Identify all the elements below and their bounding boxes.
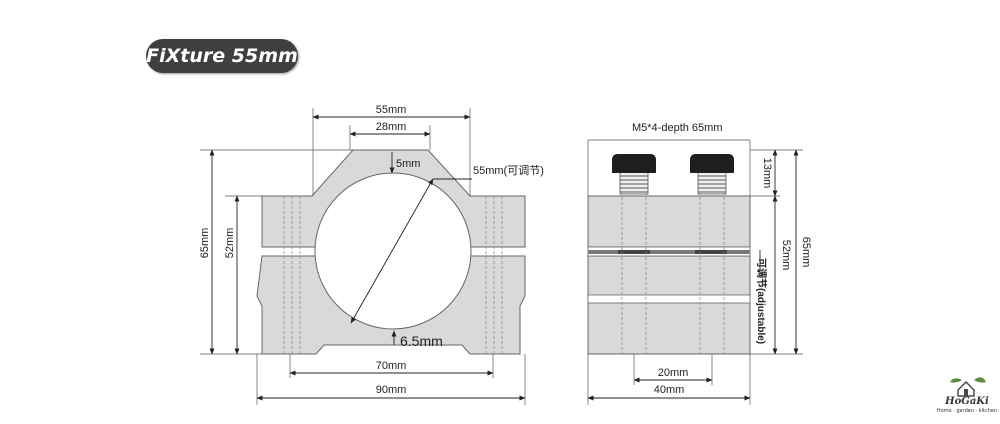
side-dim-body-height: 52mm (780, 240, 792, 271)
side-upper-block (587, 195, 751, 248)
logo-tagline: Home · garden · kitchen (936, 408, 998, 414)
front-dim-base-gap: 6.5mm (400, 333, 443, 349)
front-dim-body-height: 52mm (224, 228, 236, 259)
front-dim-top-inner: 28mm (376, 121, 407, 133)
side-dim-total-height: 65mm (800, 237, 812, 268)
logo-name: HoGaKi (945, 396, 989, 407)
side-bolt-label: M5*4-depth 65mm (632, 122, 723, 134)
side-lower-block (587, 255, 751, 355)
hogaki-logo-icon (950, 377, 986, 397)
side-adjustable-label: 可调节(adjustable) (755, 258, 768, 344)
front-view: 55mm 28mm 5mm 55mm(可调节) 65mm 52mm 6.5mm … (199, 104, 544, 405)
front-dim-gap: 5mm (396, 158, 420, 170)
side-dim-bolt-height: 13mm (761, 158, 773, 189)
bolt-right (690, 154, 734, 195)
title-badge: FiXture 55mm (146, 39, 298, 73)
bolt-left (612, 154, 656, 195)
front-dim-bore: 55mm(可调节) (473, 164, 544, 177)
front-dim-total-height: 65mm (199, 228, 211, 259)
side-dim-bolt-spacing: 20mm (658, 367, 689, 379)
page-title: FiXture 55mm (146, 45, 298, 67)
side-dim-width: 40mm (654, 384, 685, 396)
side-view: M5*4-depth 65mm 13mm 52mm 65mm 可调节(adjus… (587, 122, 812, 405)
front-dim-width: 90mm (376, 384, 407, 396)
front-bore (314, 172, 472, 330)
front-dim-top-outer: 55mm (376, 104, 407, 116)
front-dim-base-inner: 70mm (376, 360, 407, 372)
